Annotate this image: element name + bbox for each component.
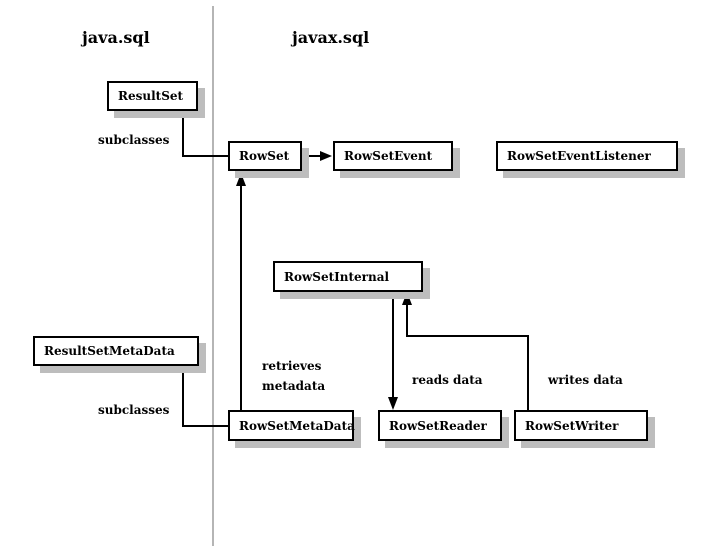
retrieves-arrowhead xyxy=(236,173,246,186)
label-subclasses-top: subclasses xyxy=(98,133,170,147)
box-result-set-meta-data: ResultSetMetaData xyxy=(33,336,199,366)
box-row-set: RowSet xyxy=(228,141,302,171)
writes-connector xyxy=(406,303,529,410)
package-divider xyxy=(212,6,214,546)
writes-arrowhead xyxy=(402,292,412,305)
subclasses-connector-bottom xyxy=(182,366,228,427)
label-subclasses-bottom: subclasses xyxy=(98,403,170,417)
box-row-set-event: RowSetEvent xyxy=(333,141,453,171)
subclasses-connector-top xyxy=(182,111,228,157)
package-java-sql: java.sql xyxy=(82,28,150,47)
box-row-set-internal: RowSetInternal xyxy=(273,261,423,292)
event-arrowhead xyxy=(320,151,332,161)
label-retrieves: retrieves xyxy=(262,359,322,373)
package-javax-sql: javax.sql xyxy=(292,28,370,47)
label-metadata: metadata xyxy=(262,379,326,393)
box-row-set-meta-data: RowSetMetaData xyxy=(228,410,355,441)
box-result-set: ResultSet xyxy=(107,81,198,111)
box-row-set-event-listener: RowSetEventListener xyxy=(496,141,678,171)
box-row-set-writer: RowSetWriter xyxy=(514,410,648,441)
label-writes-data: writes data xyxy=(548,373,623,387)
label-reads-data: reads data xyxy=(412,373,483,387)
box-row-set-reader: RowSetReader xyxy=(378,410,502,441)
reads-arrowhead xyxy=(388,397,398,410)
